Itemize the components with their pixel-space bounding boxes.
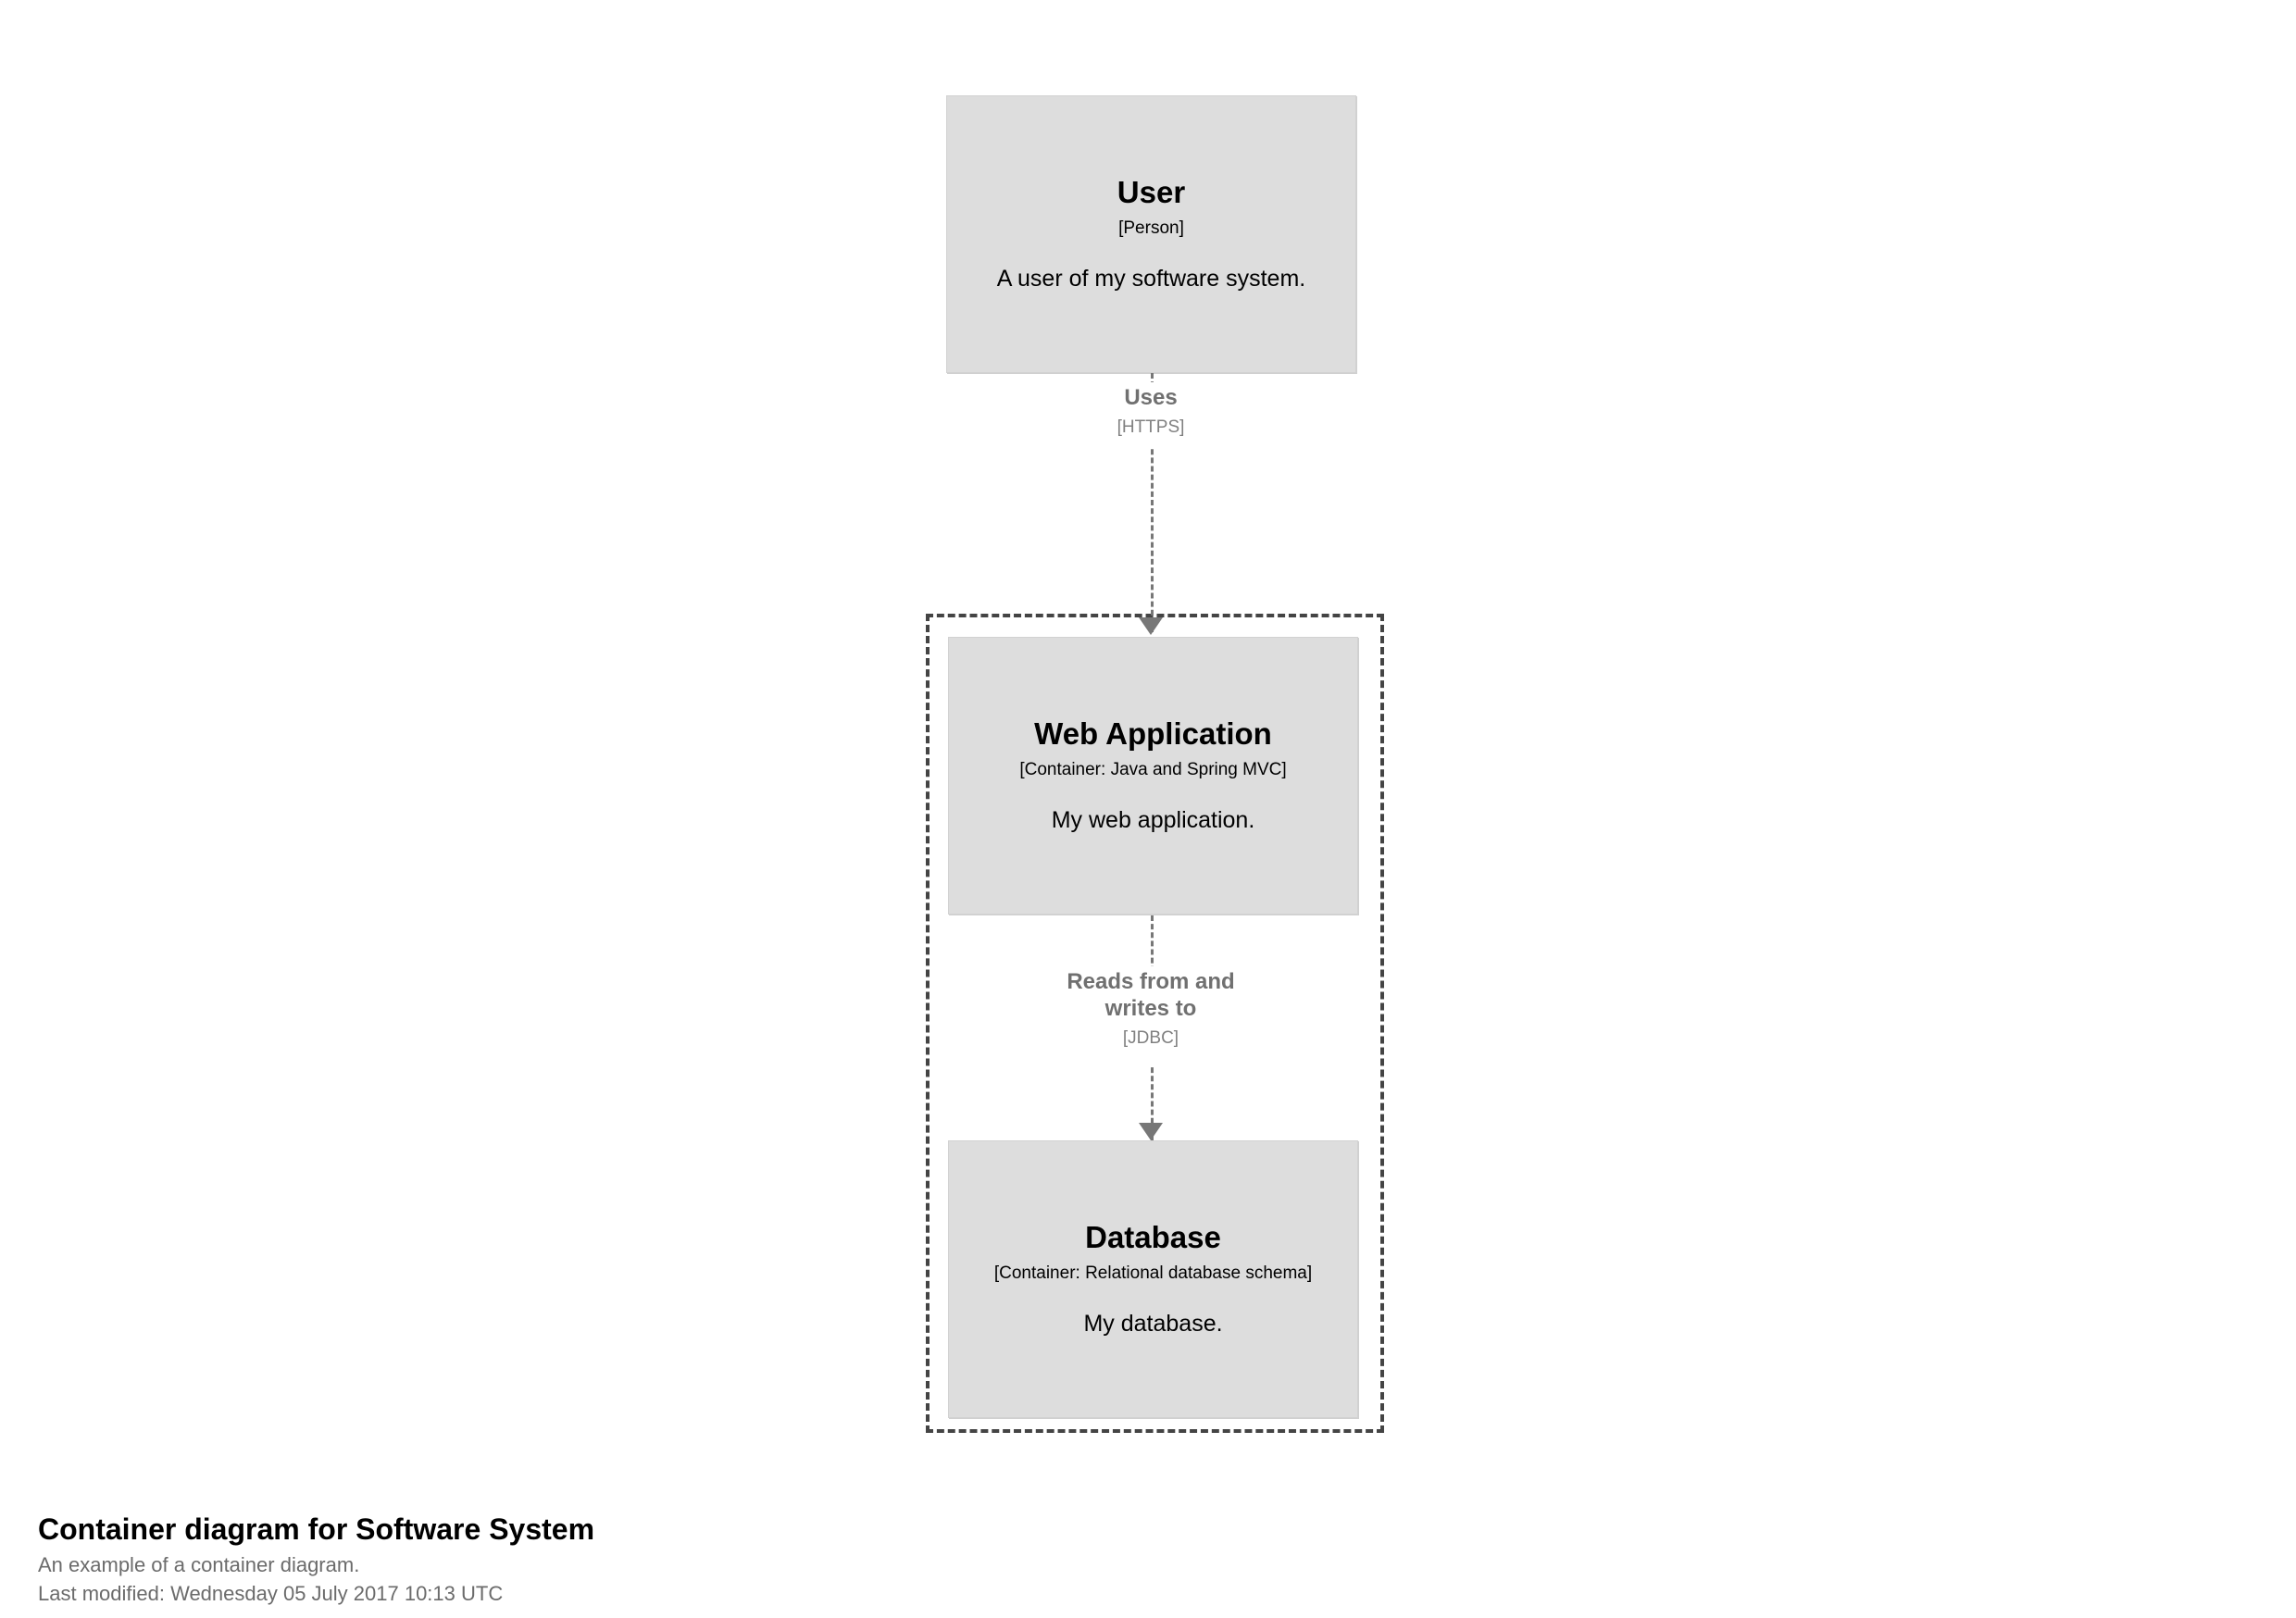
element-database-description: My database. [1083,1310,1223,1337]
element-web-application-type: [Container: Java and Spring MVC] [1019,759,1287,779]
relationship-uses-technology: [HTTPS] [1117,417,1185,437]
element-web-application[interactable]: Web Application [Container: Java and Spr… [948,637,1358,915]
software-system-boundary[interactable] [926,614,1384,1433]
element-database-type: [Container: Relational database schema] [993,1263,1313,1283]
relationship-uses-label: Uses [HTTPS] [984,385,1317,439]
element-user[interactable]: User [Person] A user of my software syst… [946,95,1356,373]
element-web-application-description: My web application. [1051,806,1255,833]
diagram-last-modified: Last modified: Wednesday 05 July 2017 10… [38,1581,504,1605]
relationship-reads-writes-description: Reads from and writes to [1067,969,1235,1021]
relationship-reads-writes-technology: [JDBC] [1122,1027,1179,1048]
diagram-subtitle: An example of a container diagram. [38,1553,360,1576]
element-user-name: User [1117,175,1186,209]
element-database-name: Database [1085,1220,1221,1254]
element-web-application-name: Web Application [1034,716,1272,751]
relationship-uses-line [1151,373,1154,632]
element-database[interactable]: Database [Container: Relational database… [948,1140,1358,1418]
relationship-reads-writes-label-backdrop [1026,966,1276,1066]
arrow-head-icon [1139,1123,1163,1140]
relationship-reads-writes-label: Reads from and writes to [JDBC] [984,969,1317,1049]
arrow-head-icon [1139,617,1163,635]
element-user-type: [Person] [1118,218,1184,238]
diagram-title: Container diagram for Software System [38,1512,595,1546]
relationship-uses-label-backdrop [1049,382,1253,449]
element-user-description: A user of my software system. [996,265,1306,292]
relationship-uses-description: Uses [1124,385,1178,410]
diagram-caption: Container diagram for Software System An… [38,1511,1149,1607]
